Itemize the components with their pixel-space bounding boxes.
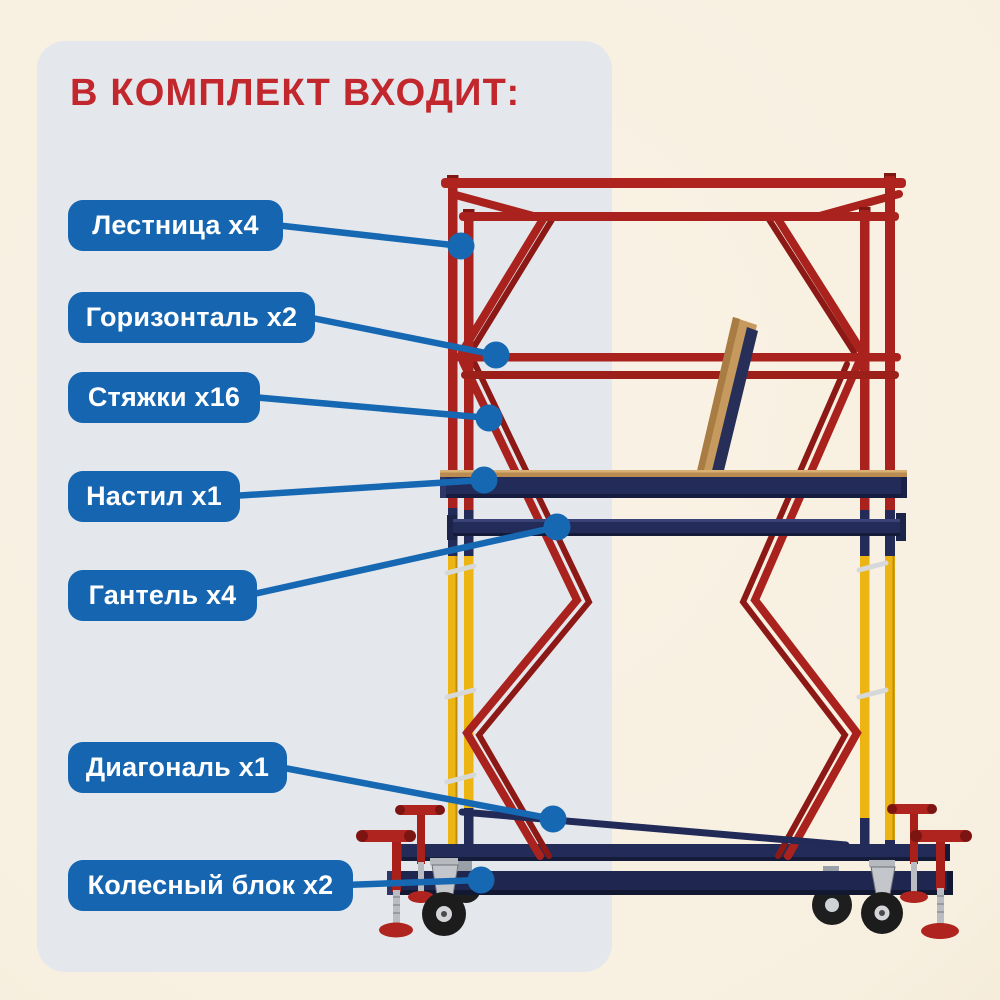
callout-horizontal-label: Горизонталь x2 xyxy=(85,302,298,332)
callout-dumbbell-label: Гантель x4 xyxy=(88,580,237,610)
leaning-plank xyxy=(694,317,758,492)
page-title: В КОМПЛЕКТ ВХОДИТ: xyxy=(70,72,521,114)
callout-wheel-block: Колесный блок x2 xyxy=(68,860,353,911)
callout-diagonal-label: Диагональ x1 xyxy=(85,752,270,782)
callout-deck: Настил x1 xyxy=(68,471,240,522)
callout-ties: Стяжки x16 xyxy=(68,372,260,423)
callout-ties-label: Стяжки x16 xyxy=(87,382,241,412)
callout-ladder: Лестница x4 xyxy=(68,200,283,251)
callout-deck-label: Настил x1 xyxy=(86,481,222,511)
callout-dumbbell: Гантель x4 xyxy=(68,570,257,621)
callout-wheel-block-label: Колесный блок x2 xyxy=(87,870,334,900)
callout-diagonal: Диагональ x1 xyxy=(68,742,287,793)
callout-ladder-label: Лестница x4 xyxy=(92,210,259,240)
callout-horizontal: Горизонталь x2 xyxy=(68,292,315,343)
